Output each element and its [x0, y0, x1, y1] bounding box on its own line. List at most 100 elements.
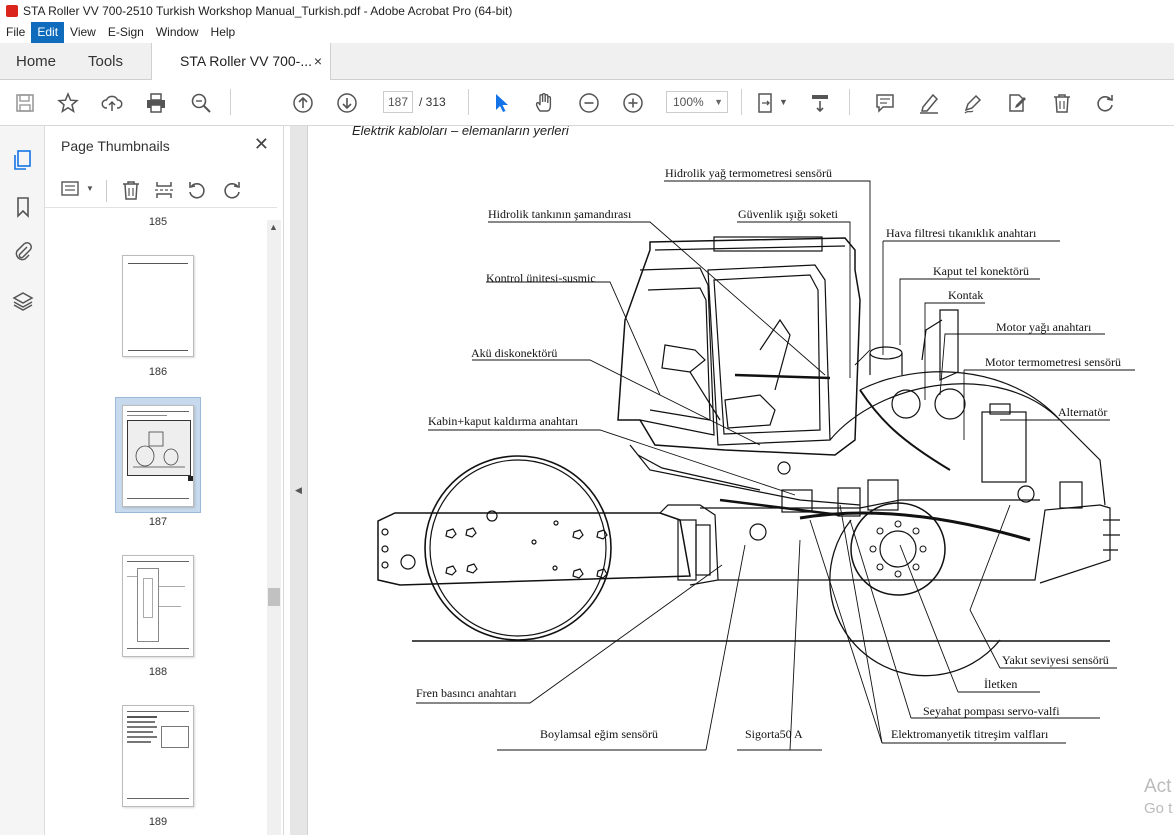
- tab-close-icon[interactable]: ×: [313, 53, 322, 69]
- thumbnail-options-icon[interactable]: [61, 180, 83, 201]
- next-page-icon[interactable]: [335, 91, 359, 115]
- edit-pdf-icon[interactable]: [1005, 91, 1029, 115]
- select-cursor-icon[interactable]: [489, 91, 513, 115]
- extract-pages-icon[interactable]: [153, 179, 175, 204]
- bookmarks-icon[interactable]: [11, 195, 35, 219]
- label-safety-light-socket: Güvenlik ışığı soketi: [738, 207, 838, 221]
- page-thumbnails-icon[interactable]: [11, 148, 35, 172]
- thumbnail-drawing: [133, 431, 185, 468]
- thumbnail-page-label-selected: 187: [148, 516, 168, 528]
- label-cab-hood-lift-switch: Kabin+kaput kaldırma anahtarı: [428, 414, 579, 428]
- chevron-down-icon[interactable]: ▼: [86, 184, 94, 193]
- chevron-down-icon: ▼: [714, 97, 723, 107]
- activation-watermark-line2: Go t: [1144, 800, 1173, 817]
- label-longitudinal-tilt-sensor: Boylamsal eğim sensörü: [540, 727, 658, 741]
- chevron-down-icon[interactable]: ▼: [779, 97, 788, 107]
- save-icon[interactable]: [13, 91, 37, 115]
- page-number-input[interactable]: 187: [383, 91, 413, 113]
- sign-pen-icon[interactable]: [961, 91, 985, 115]
- toolbar-divider: [741, 89, 742, 115]
- menu-esign[interactable]: E-Sign: [107, 25, 144, 39]
- label-fuel-level-sensor: Yakıt seviyesi sensörü: [1002, 653, 1109, 667]
- label-alternator: Alternatör: [1058, 405, 1108, 419]
- rotate-counterclockwise-icon[interactable]: [186, 179, 208, 204]
- attachments-paperclip-icon[interactable]: [11, 240, 35, 264]
- page-thumbnail-186[interactable]: [122, 255, 194, 357]
- left-navigation-rail: [0, 126, 45, 835]
- window-title: STA Roller VV 700-2510 Turkish Workshop …: [23, 4, 513, 18]
- rotate-redo-icon[interactable]: [1093, 91, 1117, 115]
- layers-icon[interactable]: [11, 289, 35, 313]
- label-engine-thermometer-sensor: Motor termometresi sensörü: [985, 355, 1121, 369]
- roller-wiring-diagram: [377, 180, 1135, 751]
- scrolling-mode-icon[interactable]: [808, 91, 832, 115]
- comment-icon[interactable]: [873, 91, 897, 115]
- label-vibration-valves: Elektromanyetik titreşim valfları: [891, 727, 1049, 741]
- label-ignition: Kontak: [948, 288, 984, 302]
- tab-document[interactable]: STA Roller VV 700-... ×: [151, 43, 331, 81]
- fit-page-icon[interactable]: [754, 91, 778, 115]
- label-control-unit: Kontrol ünitesi-susmic: [486, 271, 596, 285]
- tab-tools[interactable]: Tools: [88, 53, 124, 70]
- label-fuse: Sigorta50 A: [745, 727, 803, 741]
- label-brake-pressure-switch: Fren basıncı anahtarı: [416, 686, 517, 700]
- zoom-out-icon[interactable]: [577, 91, 601, 115]
- page-heading: Elektrik kabloları – elemanların yerleri: [352, 126, 569, 138]
- close-icon[interactable]: ✕: [253, 134, 269, 154]
- panel-divider: [106, 180, 107, 202]
- menu-window[interactable]: Window: [155, 25, 199, 39]
- thumbnail-page-label: 185: [148, 216, 168, 228]
- delete-page-icon[interactable]: [120, 179, 142, 204]
- print-icon[interactable]: [144, 91, 168, 115]
- label-hood-wire-connector: Kaput tel konektörü: [933, 264, 1029, 278]
- activation-watermark-line1: Act: [1144, 776, 1172, 797]
- scroll-up-arrow-icon[interactable]: ▲: [269, 222, 278, 232]
- label-hydraulic-tank-float: Hidrolik tankının şamandırası: [488, 207, 632, 221]
- highlight-pen-icon[interactable]: [917, 91, 941, 115]
- zoom-level-select[interactable]: 100% ▼: [666, 91, 728, 113]
- document-view[interactable]: Elektrik kabloları – elemanların yerleri: [308, 126, 1174, 835]
- toolbar-divider: [849, 89, 850, 115]
- window-title-bar: STA Roller VV 700-2510 Turkish Workshop …: [0, 0, 1174, 22]
- rotate-clockwise-icon[interactable]: [221, 179, 243, 204]
- zoom-search-icon[interactable]: [189, 91, 213, 115]
- upload-cloud-icon[interactable]: [100, 91, 124, 115]
- menu-bar: File Edit View E-Sign Window Help: [0, 22, 1174, 43]
- page-thumbnail-189[interactable]: [122, 705, 194, 807]
- menu-view[interactable]: View: [70, 25, 96, 39]
- scrollbar-thumb[interactable]: [268, 588, 280, 606]
- page-thumbnail-188[interactable]: [122, 555, 194, 657]
- label-engine-oil-switch: Motor yağı anahtarı: [996, 320, 1092, 334]
- zoom-in-icon[interactable]: [621, 91, 645, 115]
- toolbar-divider: [468, 89, 469, 115]
- delete-trash-icon[interactable]: [1050, 91, 1074, 115]
- acrobat-app-icon: [6, 5, 18, 17]
- hand-tool-icon[interactable]: [532, 91, 556, 115]
- page-thumbnails-panel: Page Thumbnails ✕ ▼ 185 186: [45, 126, 284, 835]
- menu-file[interactable]: File: [6, 25, 26, 39]
- label-hydraulic-oil-thermometer: Hidrolik yağ termometresi sensörü: [665, 166, 832, 180]
- page-total: / 313: [419, 95, 446, 109]
- tab-home[interactable]: Home: [16, 53, 57, 70]
- panel-title: Page Thumbnails: [61, 138, 170, 154]
- label-air-filter-switch: Hava filtresi tıkanıklık anahtarı: [886, 226, 1037, 240]
- thumbnail-toolbar: ▼: [45, 172, 277, 208]
- thumbnail-page-label: 188: [148, 666, 168, 678]
- toolbar-divider: [230, 89, 231, 115]
- previous-page-icon[interactable]: [291, 91, 315, 115]
- label-battery-disconnector: Akü diskonektörü: [471, 346, 558, 360]
- label-travel-pump-servo-valve: Seyahat pompası servo-valfi: [923, 704, 1060, 718]
- tab-bar: Home Tools STA Roller VV 700-... ×: [0, 43, 1174, 81]
- thumbnail-page-label: 189: [148, 816, 168, 828]
- thumbnail-page-label: 186: [148, 366, 168, 378]
- tab-document-label: STA Roller VV 700-...: [180, 53, 313, 69]
- chevron-left-icon: ◀: [295, 485, 302, 495]
- label-conductor: İletken: [984, 677, 1018, 691]
- thumbnail-scrollbar[interactable]: ▲: [267, 220, 281, 835]
- bookmark-star-icon[interactable]: [56, 91, 80, 115]
- menu-edit[interactable]: Edit: [31, 22, 65, 43]
- page-thumbnail-187[interactable]: [122, 405, 194, 507]
- menu-help[interactable]: Help: [210, 25, 236, 39]
- zoom-level-value: 100%: [673, 95, 704, 109]
- panel-collapse-handle[interactable]: ◀: [290, 126, 308, 835]
